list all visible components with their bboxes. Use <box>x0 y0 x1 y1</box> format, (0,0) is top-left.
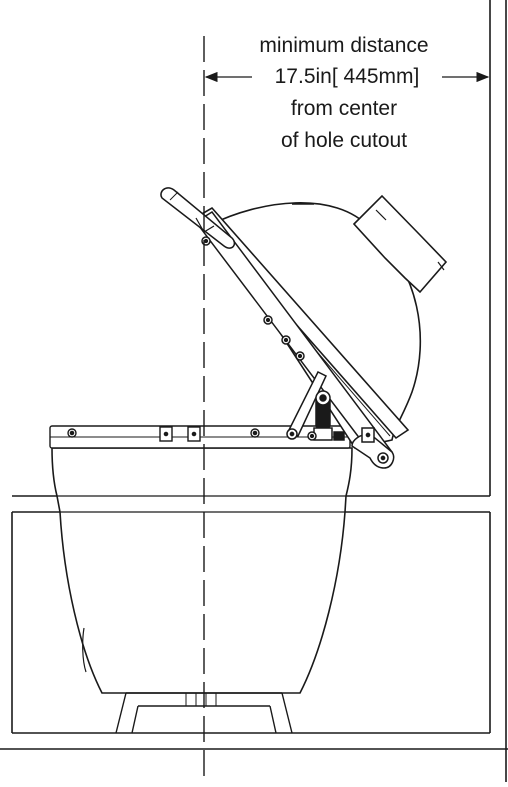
base-vent <box>82 627 87 673</box>
rim-band <box>49 425 351 449</box>
top-vent <box>352 194 448 294</box>
grill-body <box>51 447 353 694</box>
handle-grip <box>160 187 236 249</box>
hinge-assembly <box>194 210 395 469</box>
annotation-line-3: from center <box>290 97 398 120</box>
annotation-line-4: of hole cutout <box>280 129 408 152</box>
annotation-line-1: minimum distance <box>259 34 429 57</box>
grill-base <box>51 447 353 734</box>
annotation-line-2: 17.5in[ 445mm] <box>274 65 420 88</box>
